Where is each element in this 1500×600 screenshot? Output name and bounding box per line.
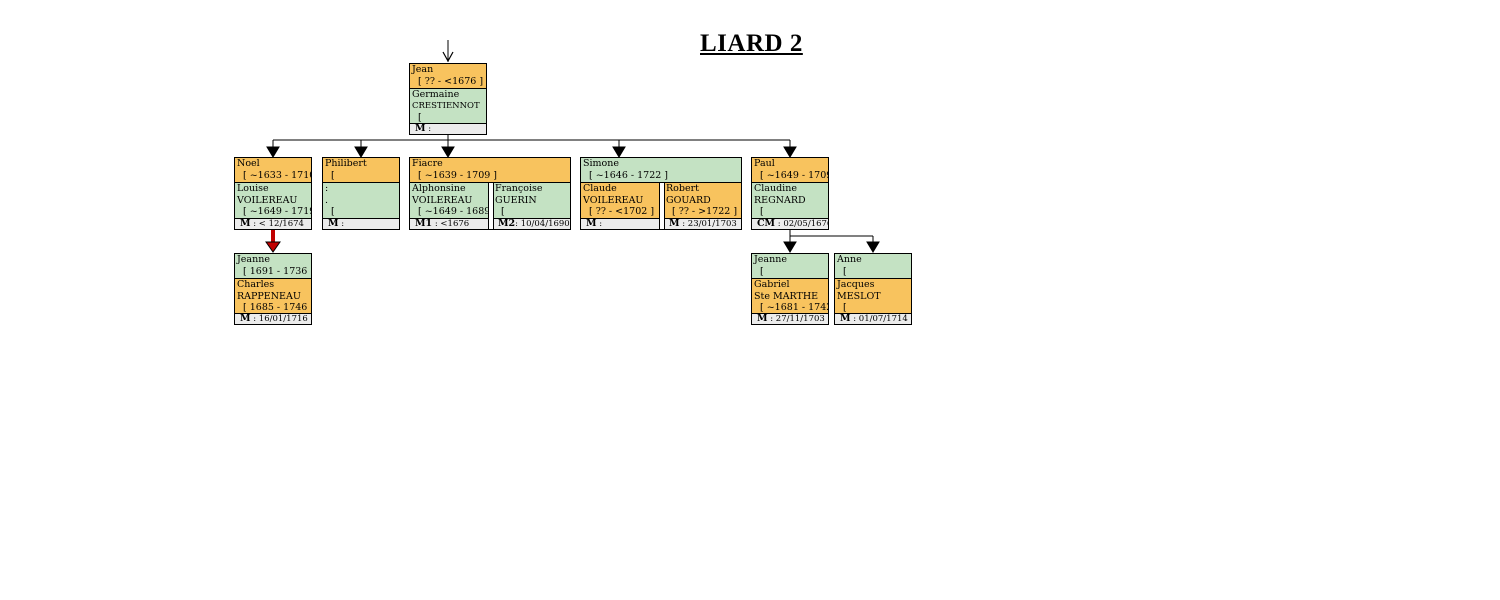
person-box-noel: Noel [ ~1633 - 1710 ] Louise VOILEREAU [… (234, 157, 312, 230)
jeanne1-spouse-dates: [ 1685 - 1746 ] (243, 302, 311, 313)
arrow-anne (866, 241, 880, 253)
jeanne2-dates: [ (760, 265, 764, 277)
person-box-fiacre: Fiacre [ ~1639 - 1709 ] Alphonsine VOILE… (409, 157, 571, 230)
paul-marriage-label: CM (757, 218, 776, 229)
simone-marriage2-label: M (669, 218, 680, 229)
anne-spouse-dates: [ (843, 302, 847, 313)
philibert-spouse-first: : (325, 183, 329, 194)
paul-name: Paul (754, 158, 775, 169)
jeanne2-spouse-first: Gabriel (754, 279, 790, 290)
paul-dates: [ ~1649 - 1709 ] (760, 169, 828, 181)
simone-marriage1-label: M (586, 218, 597, 229)
philibert-spouse-last: . (325, 194, 329, 206)
simone-spouse1-last: VOILEREAU (583, 194, 644, 206)
jeanne2-name: Jeanne (754, 254, 787, 265)
jeanne1-marriage-label: M (240, 313, 251, 324)
highlight-arrow-head (265, 241, 281, 253)
fiacre-dates: [ ~1639 - 1709 ] (418, 169, 498, 181)
fiacre-spouse2-last: GUERIN (495, 194, 537, 206)
fiacre-spouse1-dates: [ ~1649 - 1689 ] (418, 206, 488, 217)
jean-name: Jean (412, 64, 434, 75)
philibert-spouse-dates: [ (331, 206, 335, 217)
anne-marriage-label: M (840, 313, 851, 324)
simone-spouse2-dates: [ ?? - >1722 ] (672, 206, 738, 217)
anne-spouse-first: Jacques (837, 279, 875, 290)
jean-marriage-label: M (415, 123, 426, 134)
simone-name: Simone (583, 158, 620, 169)
simone-spouse1-dates: [ ?? - <1702 ] (589, 206, 655, 217)
paul-marriage-value: : 02/05/1676 (777, 219, 828, 229)
person-box-philibert: Philibert [ : . [ M : (322, 157, 400, 230)
jeanne1-spouse-first: Charles (237, 279, 275, 290)
paul-spouse-last: REGNARD (754, 194, 806, 206)
philibert-marriage-label: M (328, 218, 339, 229)
paul-spouse-dates: [ (760, 206, 764, 217)
noel-spouse-dates: [ ~1649 - 1719 ] (243, 206, 311, 217)
jeanne2-spouse-dates: [ ~1681 - 1742 ] (760, 302, 828, 313)
anne-marriage-value: : 01/07/1714 (853, 314, 908, 324)
jean-dates: [ ?? - <1676 ] (418, 75, 484, 87)
arrow-paul (783, 146, 797, 158)
noel-spouse-last: VOILEREAU (237, 194, 298, 206)
fiacre-marriage2-value: : 10/04/1690 (515, 219, 570, 229)
simone-marriage2-value: : 23/01/1703 (682, 219, 737, 229)
jean-spouse-first: Germaine (412, 89, 460, 100)
fiacre-marriage1-value: : <1676 (434, 219, 470, 229)
noel-dates: [ ~1633 - 1710 ] (243, 169, 311, 181)
simone-spouse2-last: GOUARD (666, 194, 711, 206)
arrow-philibert (354, 146, 368, 158)
fiacre-spouse2-first: Françoise (495, 183, 543, 194)
simone-spouse2-first: Robert (666, 183, 699, 194)
arrow-fiacre (441, 146, 455, 158)
page-title: LIARD 2 (700, 30, 803, 57)
arrow-jeanne2 (783, 241, 797, 253)
jean-marriage-value: : (428, 124, 432, 134)
jeanne1-dates: [ 1691 - 1736 ] (243, 265, 311, 277)
noel-marriage-label: M (240, 218, 251, 229)
jeanne1-marriage-value: : 16/01/1716 (253, 314, 308, 324)
fiacre-spouse2-dates: [ (501, 206, 505, 217)
jean-spouse-dates: [ (418, 112, 422, 123)
root-arrow-head (442, 51, 454, 63)
jeanne2-spouse-last: Ste MARTHE (754, 290, 819, 302)
jeanne2-marriage-value: : 27/11/1703 (770, 314, 825, 324)
arrow-noel (266, 146, 280, 158)
philibert-dates: [ (331, 169, 335, 181)
fiacre-name: Fiacre (412, 158, 443, 169)
anne-name: Anne (837, 254, 862, 265)
simone-spouse1-first: Claude (583, 183, 617, 194)
person-box-jeanne-ste-marthe: Jeanne [ Gabriel Ste MARTHE [ ~1681 - 17… (751, 253, 829, 325)
noel-spouse-first: Louise (237, 183, 269, 194)
paul-spouse-first: Claudine (754, 183, 797, 194)
jeanne1-spouse-last: RAPPENEAU (237, 290, 301, 302)
fiacre-spouse1-last: VOILEREAU (412, 194, 473, 206)
fiacre-spouse1-first: Alphonsine (412, 183, 466, 194)
fiacre-marriage2-label: M2 (498, 218, 516, 229)
philibert-marriage-value: : (341, 219, 345, 229)
anne-spouse-last: MESLOT (837, 290, 881, 302)
simone-dates: [ ~1646 - 1722 ] (589, 169, 669, 181)
arrow-simone (612, 146, 626, 158)
person-box-jeanne-rappeneau: Jeanne [ 1691 - 1736 ] Charles RAPPENEAU… (234, 253, 312, 325)
jeanne1-name: Jeanne (237, 254, 270, 265)
noel-marriage-value: : < 12/1674 (253, 219, 304, 229)
jeanne2-marriage-label: M (757, 313, 768, 324)
anne-dates: [ (843, 265, 847, 277)
fiacre-marriage1-label: M1 (415, 218, 433, 229)
person-box-paul: Paul [ ~1649 - 1709 ] Claudine REGNARD [… (751, 157, 829, 230)
person-box-anne: Anne [ Jacques MESLOT [ M : 01/07/1714 (834, 253, 912, 325)
simone-marriage1-value: : (599, 219, 603, 229)
person-box-simone: Simone [ ~1646 - 1722 ] Claude VOILEREAU… (580, 157, 742, 230)
person-box-jean: Jean [ ?? - <1676 ] Germaine CRESTIENNOT… (409, 63, 487, 135)
jean-spouse-last: CRESTIENNOT (412, 100, 480, 111)
noel-name: Noel (237, 158, 260, 169)
philibert-name: Philibert (325, 158, 367, 169)
